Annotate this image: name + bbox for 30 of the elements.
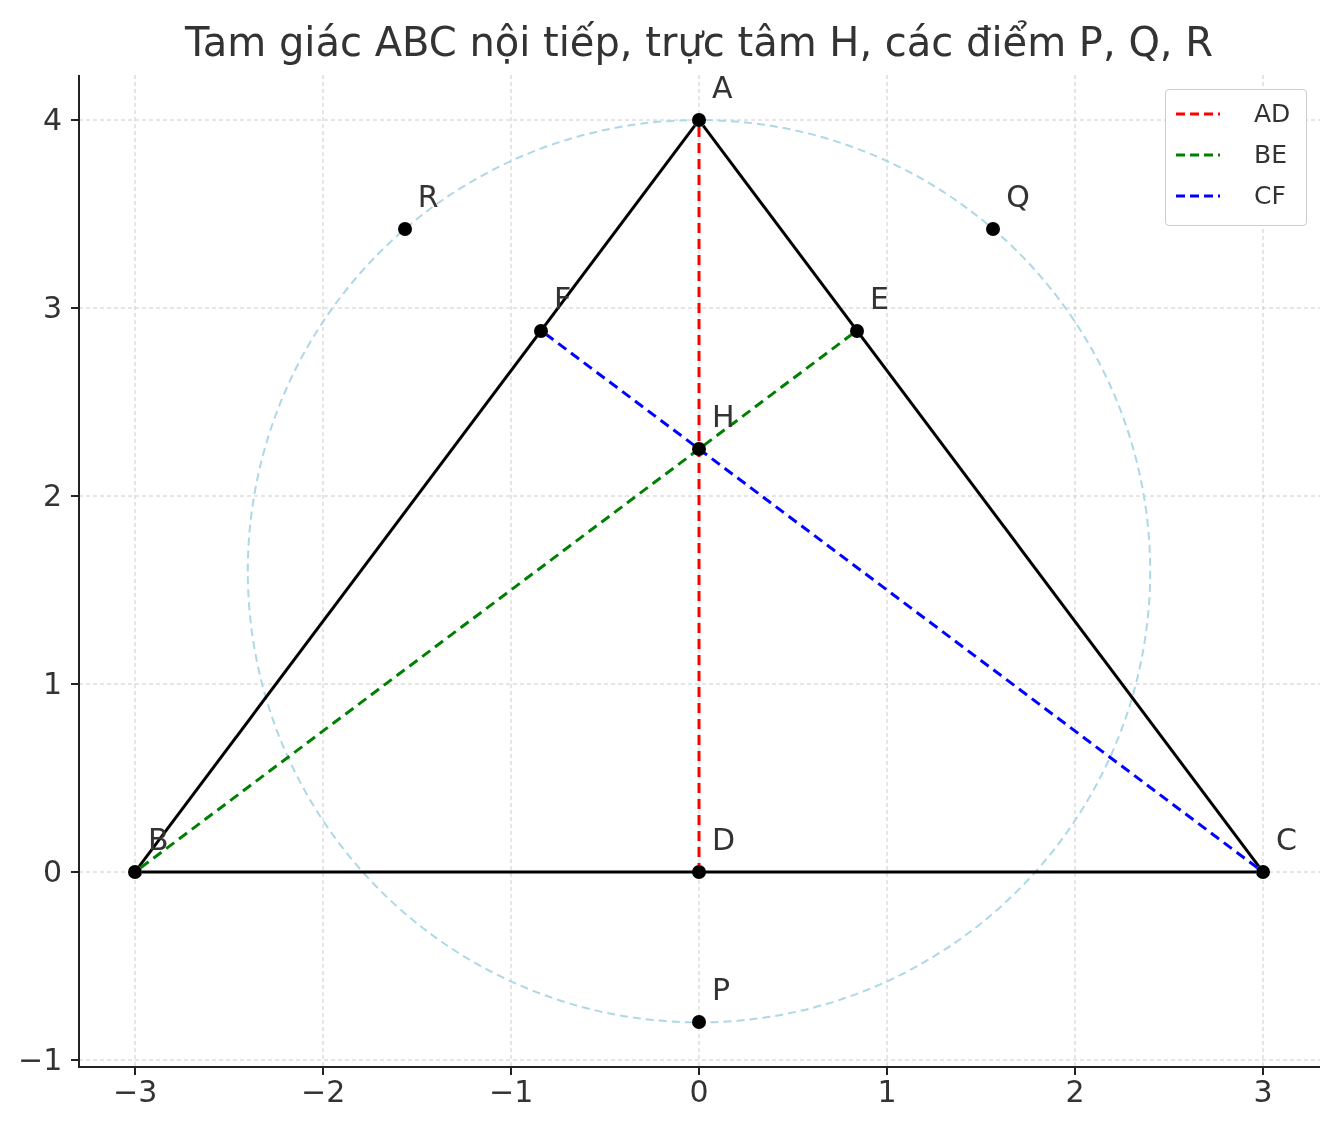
point-label: H	[712, 402, 735, 432]
tick-label: 0	[689, 1077, 709, 1107]
tick-label: −1	[489, 1077, 534, 1107]
tick-label: −3	[113, 1077, 158, 1107]
dashed-line	[697, 127, 701, 865]
line-segment	[138, 124, 696, 868]
tick-label: 0	[43, 857, 63, 887]
dashed-line	[139, 333, 853, 869]
tick-label: 1	[43, 669, 63, 699]
legend-label: AD	[1254, 101, 1291, 126]
point-label: E	[869, 283, 889, 314]
tick-label: 2	[43, 481, 63, 511]
line-segment	[702, 124, 1260, 868]
point-label: C	[1276, 825, 1297, 855]
line-segment	[142, 870, 1256, 874]
legend-label: BE	[1254, 142, 1287, 167]
tick-label: 2	[1065, 1077, 1085, 1107]
point-label: P	[712, 975, 731, 1006]
point-label: R	[417, 182, 439, 213]
point-label: D	[712, 825, 736, 855]
tick-label: 4	[43, 105, 63, 135]
legend-label: CF	[1254, 183, 1286, 208]
point-label: Q	[1006, 182, 1030, 213]
point-label: A	[712, 73, 733, 103]
tick-label: 3	[43, 293, 63, 323]
tick-label: 1	[877, 1077, 897, 1107]
dashed-line	[545, 333, 1259, 869]
tick-label: 3	[1253, 1077, 1273, 1107]
tick-label: −2	[301, 1077, 346, 1107]
tick-label: −1	[18, 1045, 63, 1075]
